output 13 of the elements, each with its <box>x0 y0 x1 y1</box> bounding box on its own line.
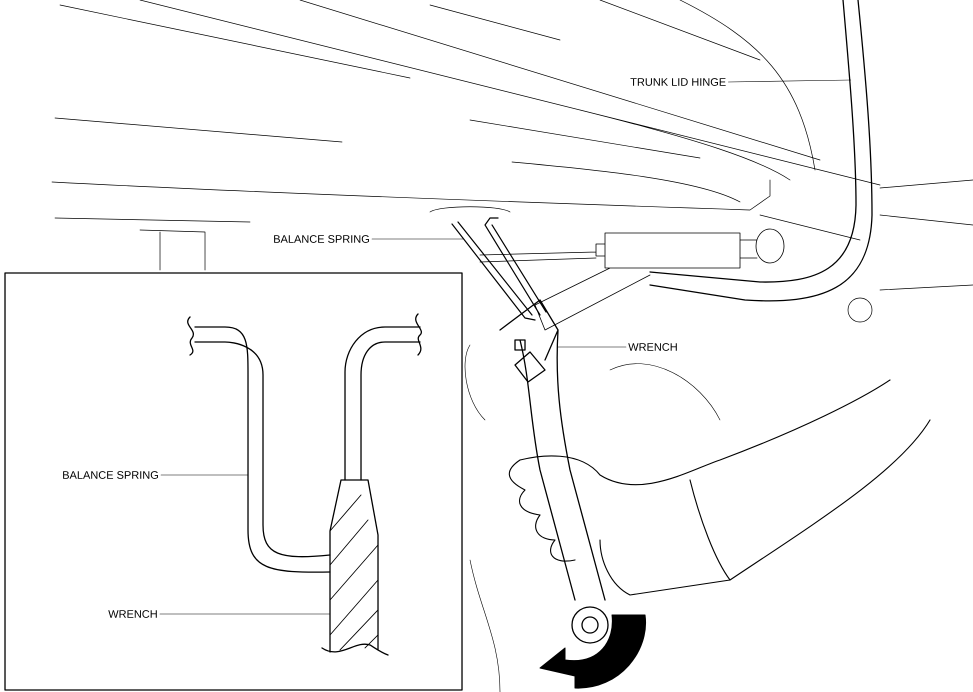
leader-line <box>728 80 852 82</box>
part-label: BALANCE SPRING <box>274 235 369 243</box>
spring-detail-drawing <box>187 313 422 573</box>
part-label: BALANCE SPRING <box>63 471 158 479</box>
spring-drawing <box>451 217 547 321</box>
leader-line <box>372 238 464 240</box>
part-label: WRENCH <box>108 610 157 618</box>
part-label: TRUNK LID HINGE <box>630 78 726 86</box>
part-label: WRENCH <box>628 343 677 351</box>
leader-line <box>160 474 248 476</box>
wrench-detail-drawing <box>321 479 389 656</box>
wrench-drawing <box>499 299 609 644</box>
leader-line <box>558 346 626 348</box>
